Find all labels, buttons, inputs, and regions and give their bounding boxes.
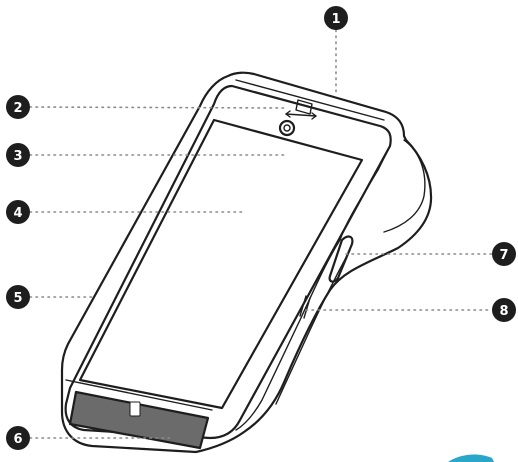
callout-8: 8: [492, 298, 516, 322]
contactless-mark-icon: [130, 402, 140, 416]
callout-1: 1: [324, 6, 348, 30]
callout-7: 7: [492, 242, 516, 266]
front-camera-icon: [280, 121, 294, 135]
callout-8-number: 8: [499, 304, 508, 319]
leader-2: [30, 107, 284, 108]
accent-corner-mark: [448, 455, 494, 462]
callout-6-number: 6: [13, 432, 22, 447]
callout-1-number: 1: [331, 12, 340, 27]
callout-4: 4: [6, 200, 30, 224]
touchscreen: [80, 120, 362, 408]
callout-5-number: 5: [13, 291, 22, 306]
handle-contour-upper: [384, 140, 425, 232]
callout-7-number: 7: [499, 248, 508, 263]
side-button: [330, 237, 353, 282]
callout-5: 5: [6, 285, 30, 309]
callout-2-number: 2: [13, 101, 22, 116]
callout-6: 6: [6, 426, 30, 450]
pos-terminal-illustration: [62, 73, 494, 462]
callout-3-number: 3: [13, 149, 22, 164]
callout-4-number: 4: [13, 206, 22, 221]
callout-2: 2: [6, 95, 30, 119]
callout-3: 3: [6, 143, 30, 167]
